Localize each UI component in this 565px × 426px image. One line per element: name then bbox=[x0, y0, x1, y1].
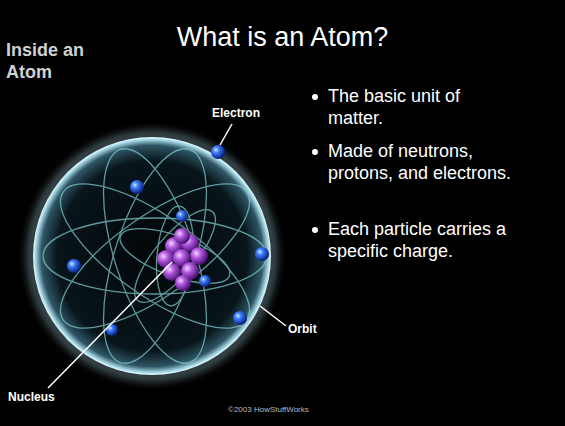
electrons bbox=[67, 145, 269, 336]
electron-dot bbox=[199, 275, 211, 287]
part-label: Electron bbox=[212, 106, 292, 120]
electron-dot bbox=[130, 180, 144, 194]
electron-dot bbox=[255, 247, 269, 261]
electron-dot bbox=[67, 259, 81, 273]
part-label: Orbit bbox=[288, 322, 348, 336]
nucleon bbox=[174, 228, 190, 244]
leader-line bbox=[220, 124, 232, 145]
slide-title: What is an Atom? bbox=[0, 22, 565, 53]
orbit-path bbox=[82, 137, 227, 375]
nucleon bbox=[175, 275, 191, 291]
electron-dot bbox=[106, 324, 118, 336]
bullet-text: Made of neutrons, protons, and electrons… bbox=[328, 141, 513, 184]
orbits bbox=[40, 137, 269, 375]
orbit-path bbox=[153, 205, 198, 308]
orbit-path bbox=[82, 137, 227, 375]
electron-dot bbox=[211, 145, 225, 159]
bullet-text: Each particle carries a specific charge. bbox=[328, 219, 513, 262]
bullet-text: The basic unit of matter. bbox=[328, 86, 513, 129]
bullet-dot bbox=[312, 149, 318, 155]
sphere-glow bbox=[31, 135, 273, 377]
orbit-path bbox=[114, 217, 237, 294]
leader-line bbox=[48, 262, 172, 388]
leader-lines bbox=[48, 124, 286, 388]
atom-sphere bbox=[33, 137, 271, 375]
copyright-note: ©2003 HowStuffWorks bbox=[228, 405, 358, 415]
orbit-path bbox=[40, 159, 269, 353]
orbit-path bbox=[43, 218, 267, 294]
bullet-dot bbox=[312, 94, 318, 100]
leader-line bbox=[260, 306, 286, 326]
nucleon bbox=[190, 247, 208, 265]
part-label: Nucleus bbox=[8, 390, 88, 404]
electron-dot bbox=[233, 311, 247, 325]
electron-dot bbox=[176, 210, 188, 222]
bullet-dot bbox=[312, 227, 318, 233]
figure-heading: Inside an Atom bbox=[6, 40, 106, 83]
orbit-path bbox=[40, 159, 269, 353]
